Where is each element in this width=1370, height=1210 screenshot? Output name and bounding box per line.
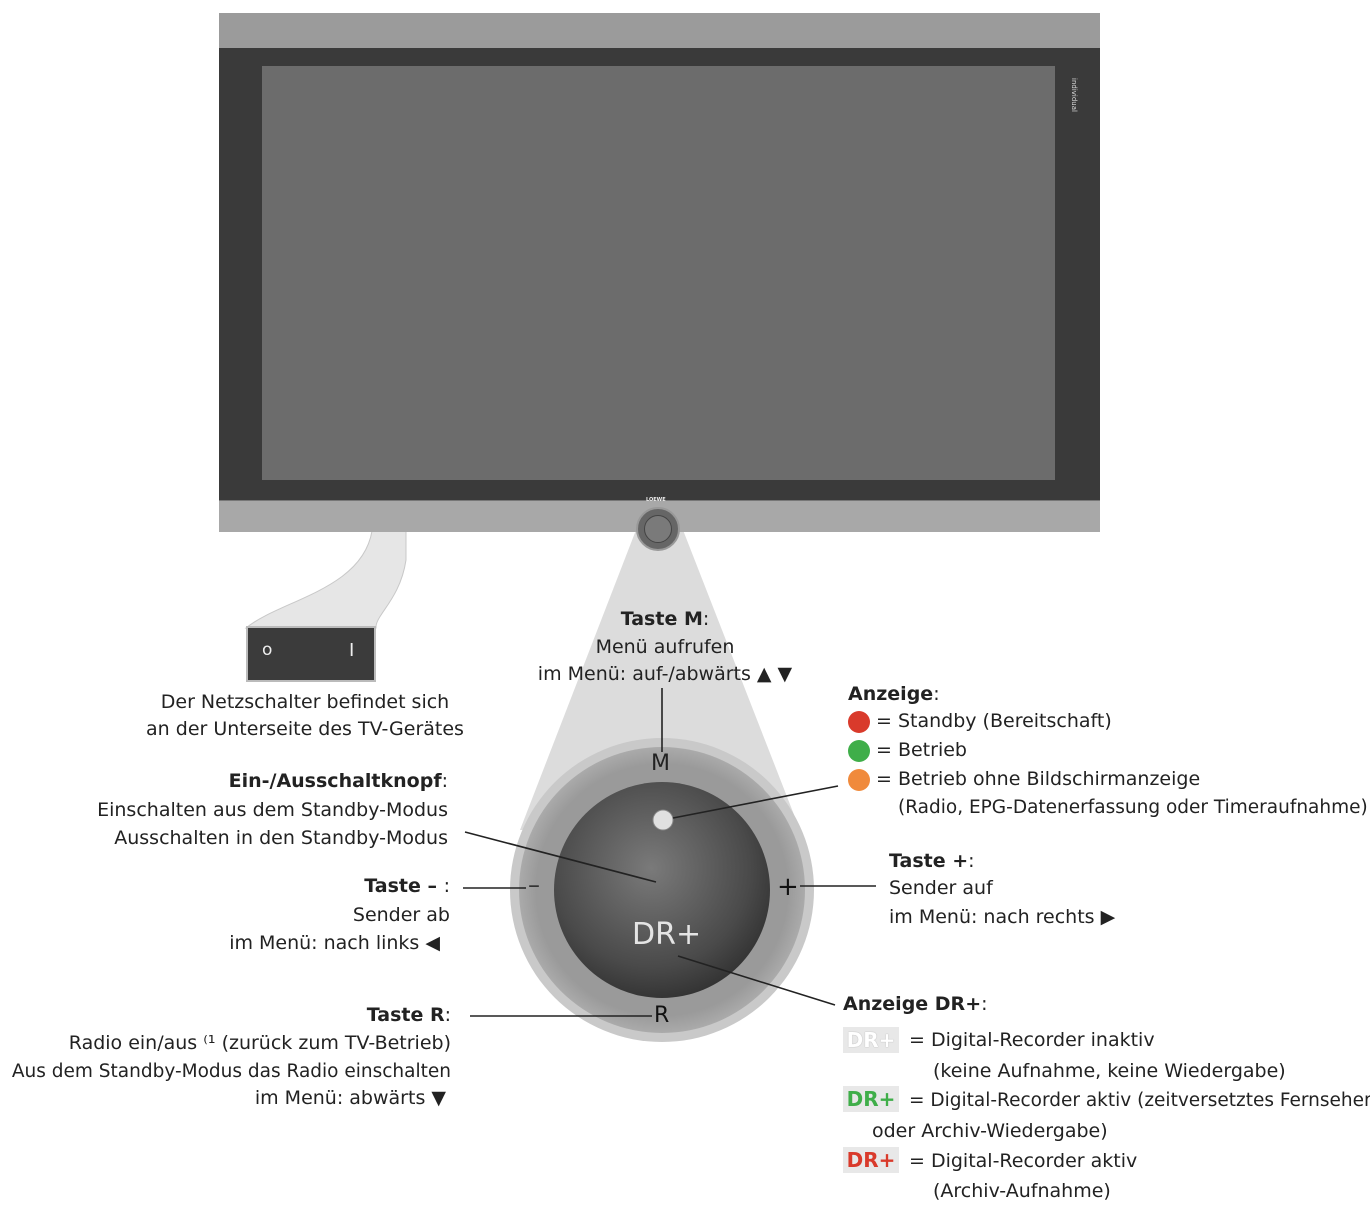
control-center: [554, 782, 770, 998]
anzeige-item-3: = Betrieb ohne Bildschirmanzeige: [876, 768, 1201, 790]
anzeige-dr-item-2-line1: = Digital-Recorder aktiv (zeitversetztes…: [909, 1090, 1370, 1111]
dr-badge-inactive-icon: DR+: [843, 1027, 899, 1053]
power-switch-caption-2: an der Unterseite des TV-Gerätes: [146, 718, 464, 740]
taste-minus-line1: Sender ab: [352, 904, 450, 926]
anzeige-title: Anzeige:: [848, 683, 940, 705]
control-label-m: M: [651, 751, 670, 776]
control-label-r: R: [654, 1003, 670, 1028]
leader-anzeige-dr: [677, 955, 836, 1006]
power-switch: [246, 626, 376, 682]
ein-aus-line2: Ausschalten in den Standby-Modus: [114, 827, 448, 849]
taste-m-line1: Menü aufrufen: [595, 636, 735, 658]
led-green-icon: [848, 740, 870, 762]
tv-screen: [262, 66, 1055, 480]
taste-r-line2: Aus dem Standby-Modus das Radio einschal…: [11, 1061, 451, 1082]
taste-plus-title: Taste +:: [889, 850, 975, 872]
switch-on-symbol: I: [349, 640, 355, 661]
control-label-minus: –: [528, 871, 540, 899]
leader-ein-aus: [464, 831, 657, 883]
ein-aus-line1: Einschalten aus dem Standby-Modus: [97, 799, 448, 821]
tv-side-label: individual: [1070, 78, 1078, 112]
anzeige-dr-title: Anzeige DR+:: [843, 993, 988, 1015]
control-label-plus: +: [777, 872, 799, 902]
dr-badge-red-icon: DR+: [843, 1147, 899, 1173]
anzeige-note: (Radio, EPG-Datenerfassung oder Timerauf…: [898, 797, 1368, 818]
switch-off-symbol: o: [262, 640, 273, 660]
anzeige-dr-item-3-line1: = Digital-Recorder aktiv: [909, 1150, 1138, 1172]
status-led: [652, 809, 674, 831]
dr-badge-green-icon: DR+: [843, 1086, 899, 1112]
led-red-icon: [848, 711, 870, 733]
control-label-dr: DR+: [632, 917, 702, 952]
taste-plus-line2: im Menü: nach rechts ▶: [889, 906, 1116, 928]
switch-ribbon: [244, 530, 407, 629]
taste-r-title: Taste R:: [366, 1004, 451, 1026]
taste-r-line1: Radio ein/aus ⁽¹ (zurück zum TV-Betrieb): [68, 1032, 451, 1054]
taste-minus-line2: im Menü: nach links ◀: [229, 932, 440, 954]
taste-r-line3: im Menü: abwärts ▼: [254, 1087, 446, 1109]
tv-knob-inner: [644, 515, 672, 543]
taste-minus-title: Taste – :: [364, 875, 450, 897]
power-switch-caption-1: Der Netzschalter befindet sich: [160, 691, 450, 713]
anzeige-dr-item-3-line2: (Archiv-Aufnahme): [933, 1180, 1111, 1202]
anzeige-dr-item-2-line2: oder Archiv-Wiedergabe): [872, 1120, 1108, 1142]
tv-brand-logo: LOEWE: [646, 497, 666, 503]
taste-m-line2: im Menü: auf-/abwärts ▲ ▼: [537, 663, 793, 685]
anzeige-dr-item-1-line1: = Digital-Recorder inaktiv: [909, 1029, 1155, 1051]
anzeige-item-1: = Standby (Bereitschaft): [876, 710, 1112, 732]
anzeige-dr-item-1-line2: (keine Aufnahme, keine Wiedergabe): [933, 1060, 1286, 1082]
ein-aus-title: Ein-/Ausschaltknopf:: [228, 770, 448, 792]
taste-m-title: Taste M:: [620, 608, 710, 630]
leader-anzeige: [672, 785, 839, 819]
anzeige-item-2: = Betrieb: [876, 739, 967, 761]
taste-plus-line1: Sender auf: [889, 877, 993, 899]
led-orange-icon: [848, 769, 870, 791]
